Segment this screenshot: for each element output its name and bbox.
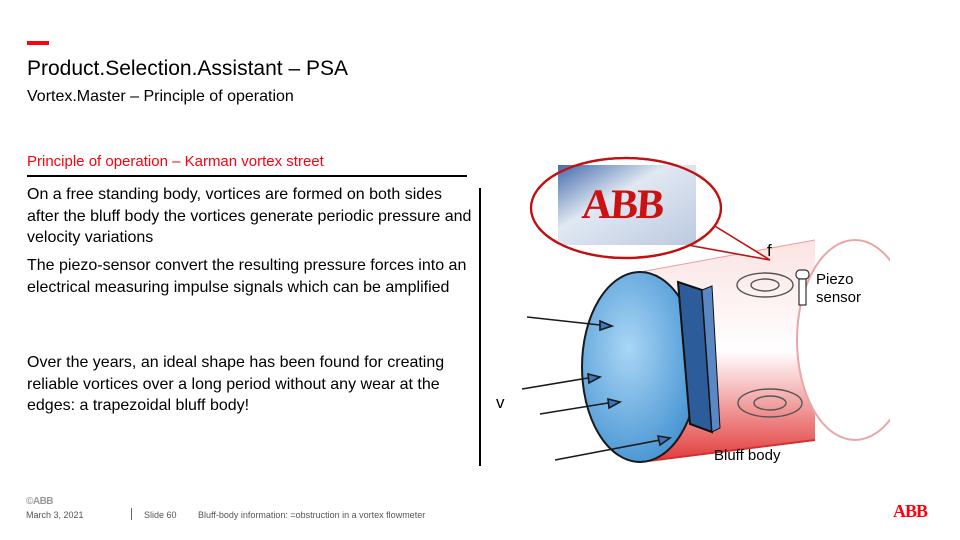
- footer-separator: [131, 508, 132, 520]
- piezo-sensor-label: Piezo sensor: [816, 271, 876, 307]
- paragraph-bluff-shape: Over the years, an ideal shape has been …: [27, 352, 472, 417]
- paragraph-vortices: On a free standing body, vortices are fo…: [27, 184, 472, 249]
- vortex-flowmeter-illustration: [490, 155, 890, 475]
- accent-bar: [27, 41, 49, 45]
- section-divider: [27, 175, 467, 177]
- paragraph-piezo: The piezo-sensor convert the resulting p…: [27, 255, 472, 298]
- frequency-label: f: [767, 241, 772, 261]
- flag-abb-text: ABB: [580, 181, 664, 229]
- footer-date: March 3, 2021: [26, 510, 84, 520]
- section-heading: Principle of operation – Karman vortex s…: [27, 153, 324, 170]
- abb-logo: ABB: [893, 501, 927, 522]
- velocity-label: v: [496, 393, 505, 413]
- footer-slide-number: Slide 60: [144, 510, 177, 520]
- bluff-body-label: Bluff body: [714, 447, 780, 464]
- footer-logo: ©ABB: [26, 496, 53, 507]
- column-divider: [479, 188, 481, 466]
- page-title: Product.Selection.Assistant – PSA: [27, 57, 348, 81]
- footer-note: Bluff-body information: =obstruction in …: [198, 510, 425, 520]
- page-subtitle: Vortex.Master – Principle of operation: [27, 88, 294, 106]
